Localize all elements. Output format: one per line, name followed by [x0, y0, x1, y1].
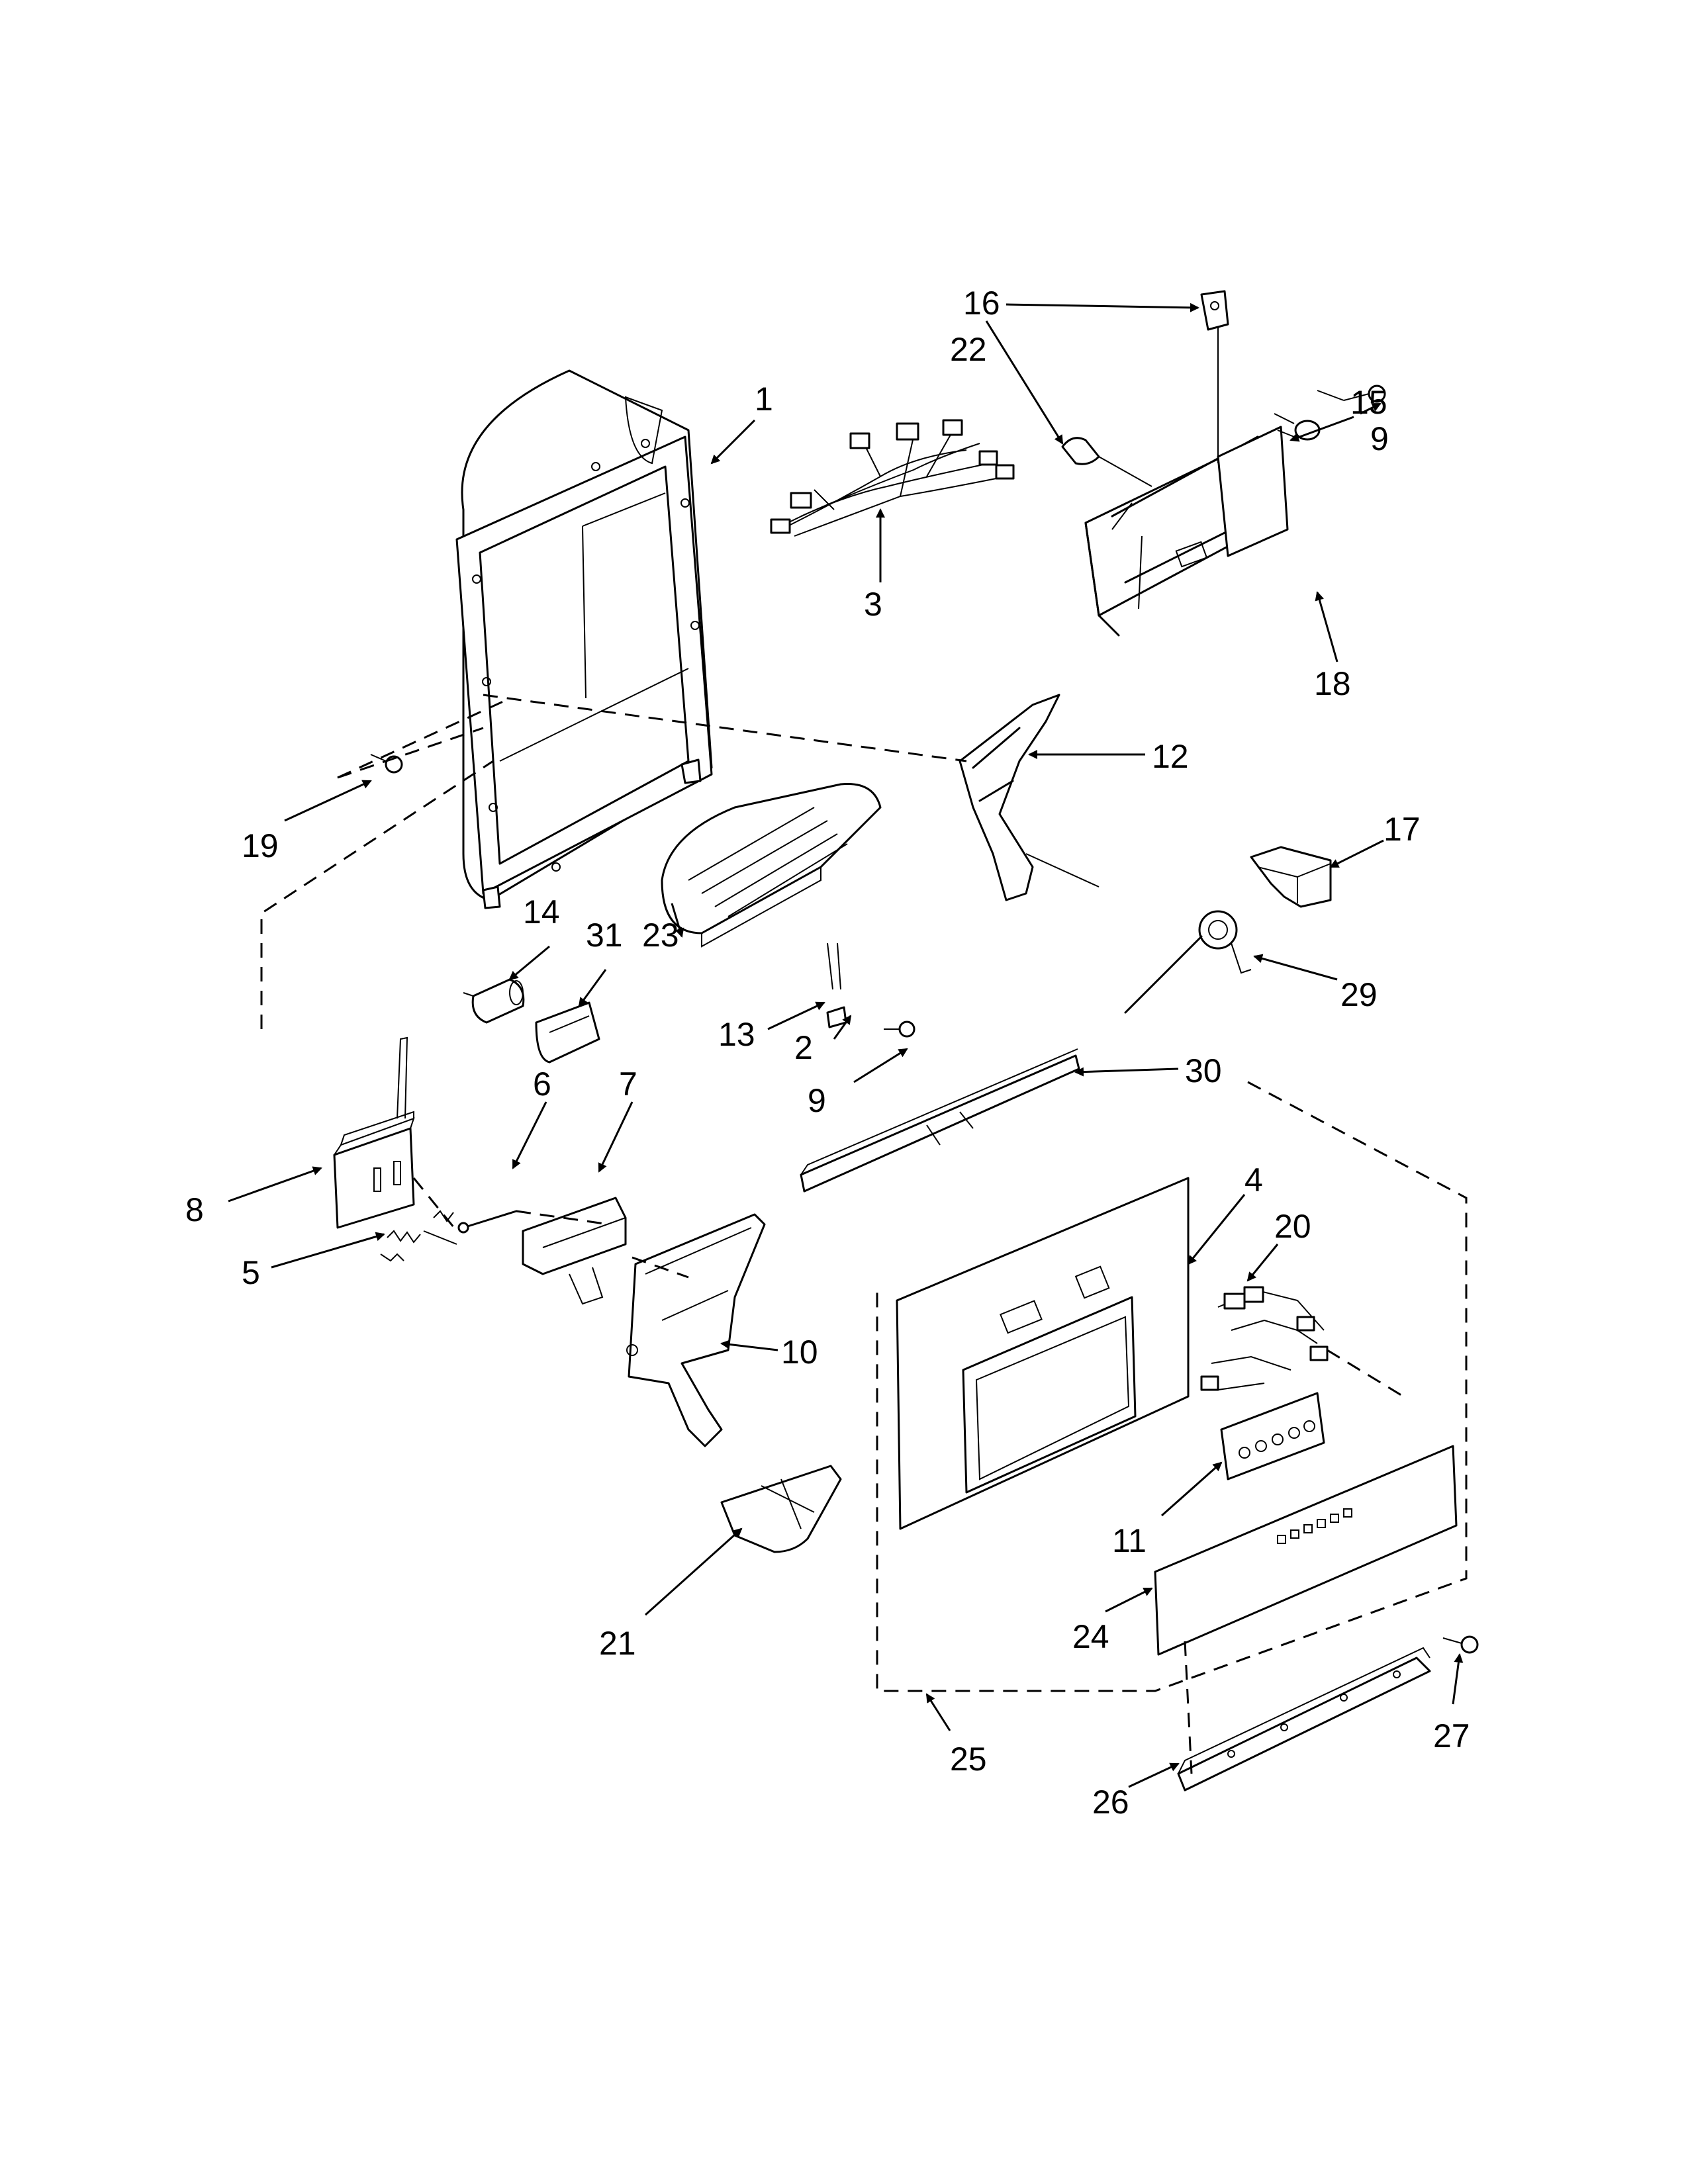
callout-14: 14 — [523, 893, 560, 931]
part-paddle-actuator — [626, 1213, 766, 1447]
assembly-outline — [876, 1081, 1468, 1692]
part-clip — [827, 942, 841, 990]
part-springs — [380, 1210, 457, 1262]
callout-18: 18 — [1314, 665, 1351, 702]
alignment-lines — [260, 694, 1404, 1774]
callout-9-middle: 9 — [808, 1082, 826, 1119]
callout-17: 17 — [1383, 811, 1421, 848]
part-decal — [1154, 1445, 1458, 1656]
part-bottom-rail — [1177, 1647, 1431, 1792]
part-lamp-socket — [1274, 413, 1321, 441]
part-control-board — [1220, 1392, 1325, 1480]
part-drip-tray — [661, 782, 882, 948]
callout-2: 2 — [794, 1029, 813, 1066]
callout-3: 3 — [864, 586, 882, 623]
callout-5: 5 — [242, 1254, 260, 1291]
part-bracket — [1250, 846, 1332, 908]
part-front-panel — [896, 1177, 1190, 1530]
callout-13: 13 — [718, 1016, 755, 1053]
part-screw-left — [370, 754, 403, 774]
part-pin — [457, 1210, 518, 1234]
callout-19: 19 — [242, 827, 279, 864]
callout-9-upper: 9 — [1370, 420, 1389, 457]
part-screw-lower — [1442, 1635, 1479, 1654]
callout-1: 1 — [755, 381, 773, 418]
part-cup-guide — [720, 1465, 842, 1553]
callout-6: 6 — [533, 1066, 551, 1103]
part-lever-block — [522, 1197, 627, 1305]
callout-25: 25 — [950, 1741, 987, 1778]
callout-15: 15 — [1350, 384, 1387, 421]
callout-21: 21 — [599, 1625, 636, 1662]
part-pad — [826, 1006, 847, 1028]
part-solenoid — [333, 1036, 415, 1229]
callout-labels: 1 2 3 4 5 6 7 8 9 9 10 11 12 13 14 15 16… — [185, 285, 1470, 1821]
part-motor — [463, 978, 525, 1024]
callout-23: 23 — [642, 917, 679, 954]
callout-30: 30 — [1185, 1052, 1222, 1089]
part-grommet — [1061, 437, 1152, 487]
callout-26: 26 — [1092, 1784, 1129, 1821]
callout-31: 31 — [586, 917, 623, 954]
callout-11: 11 — [1112, 1522, 1147, 1559]
callout-12: 12 — [1152, 738, 1189, 775]
callout-22: 22 — [950, 331, 987, 368]
leader-lines — [228, 302, 1464, 1788]
part-dispenser-housing — [455, 369, 713, 909]
part-control-harness — [1200, 1286, 1329, 1391]
callout-8: 8 — [185, 1191, 204, 1228]
callout-20: 20 — [1274, 1208, 1311, 1245]
part-screw-middle — [884, 1021, 915, 1038]
callout-29: 29 — [1340, 976, 1378, 1013]
callout-16: 16 — [963, 285, 1000, 322]
callout-10: 10 — [781, 1334, 818, 1371]
part-wire-harness — [770, 419, 1015, 537]
callout-24: 24 — [1072, 1618, 1109, 1655]
part-actuator-lever — [959, 694, 1100, 901]
part-control-housing — [1084, 426, 1289, 637]
part-screw-upper — [1317, 385, 1386, 403]
part-cover — [535, 1001, 600, 1064]
callout-7: 7 — [619, 1066, 637, 1103]
part-thermostat — [1124, 910, 1252, 1014]
callout-27: 27 — [1433, 1717, 1470, 1754]
part-switch — [1200, 290, 1229, 463]
part-rail — [800, 1048, 1080, 1193]
callout-4: 4 — [1244, 1161, 1263, 1199]
